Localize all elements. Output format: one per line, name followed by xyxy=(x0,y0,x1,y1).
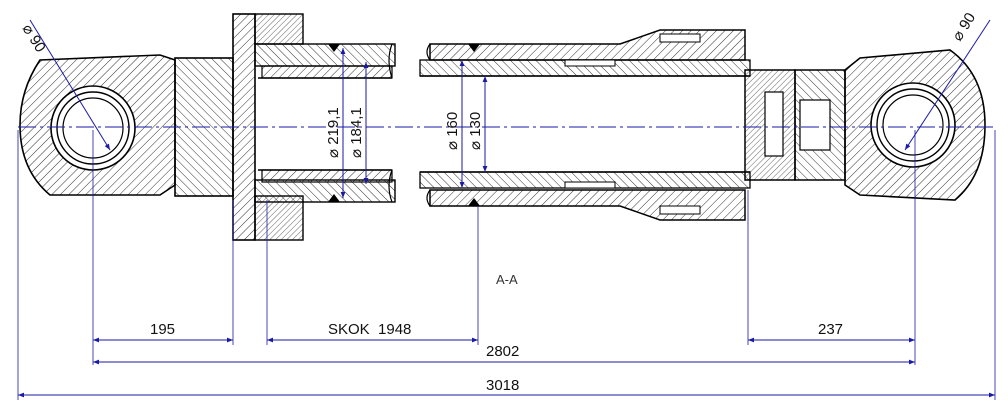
right-seal-top xyxy=(468,44,480,52)
right-seal-bottom xyxy=(468,198,480,206)
rod-outer-diameter-label: ⌀ 160 xyxy=(444,112,461,150)
tube-outer-diameter-label: ⌀ 219,1 xyxy=(325,107,342,158)
rod-inner-diameter-label: ⌀ 130 xyxy=(467,112,484,150)
dim-3018-label: 3018 xyxy=(486,377,519,394)
left-seal-top xyxy=(328,44,340,52)
left-eye-leader xyxy=(29,19,111,151)
left-cylinder-head xyxy=(254,13,396,241)
right-tube-section xyxy=(419,29,751,221)
extension-lines xyxy=(17,130,996,400)
left-seal-bottom xyxy=(328,194,340,202)
dim-195-label: 195 xyxy=(150,321,175,338)
piston-end-plug xyxy=(744,69,846,181)
left-eye-diameter-label: ⌀ 90 xyxy=(19,21,49,55)
right-clevis-eye xyxy=(844,49,986,201)
right-eye-diameter-label: ⌀ 90 xyxy=(949,10,979,44)
dim-237-label: 237 xyxy=(818,321,843,338)
tube-inner-diameter-label: ⌀ 184,1 xyxy=(348,107,365,158)
section-label: A-A xyxy=(496,272,518,287)
dim-stroke-label: SKOK 1948 xyxy=(328,321,411,338)
right-eye-leader xyxy=(904,19,991,151)
left-clevis-eye xyxy=(19,54,176,196)
left-tube-section xyxy=(258,43,393,203)
dim-2802-label: 2802 xyxy=(486,343,519,360)
